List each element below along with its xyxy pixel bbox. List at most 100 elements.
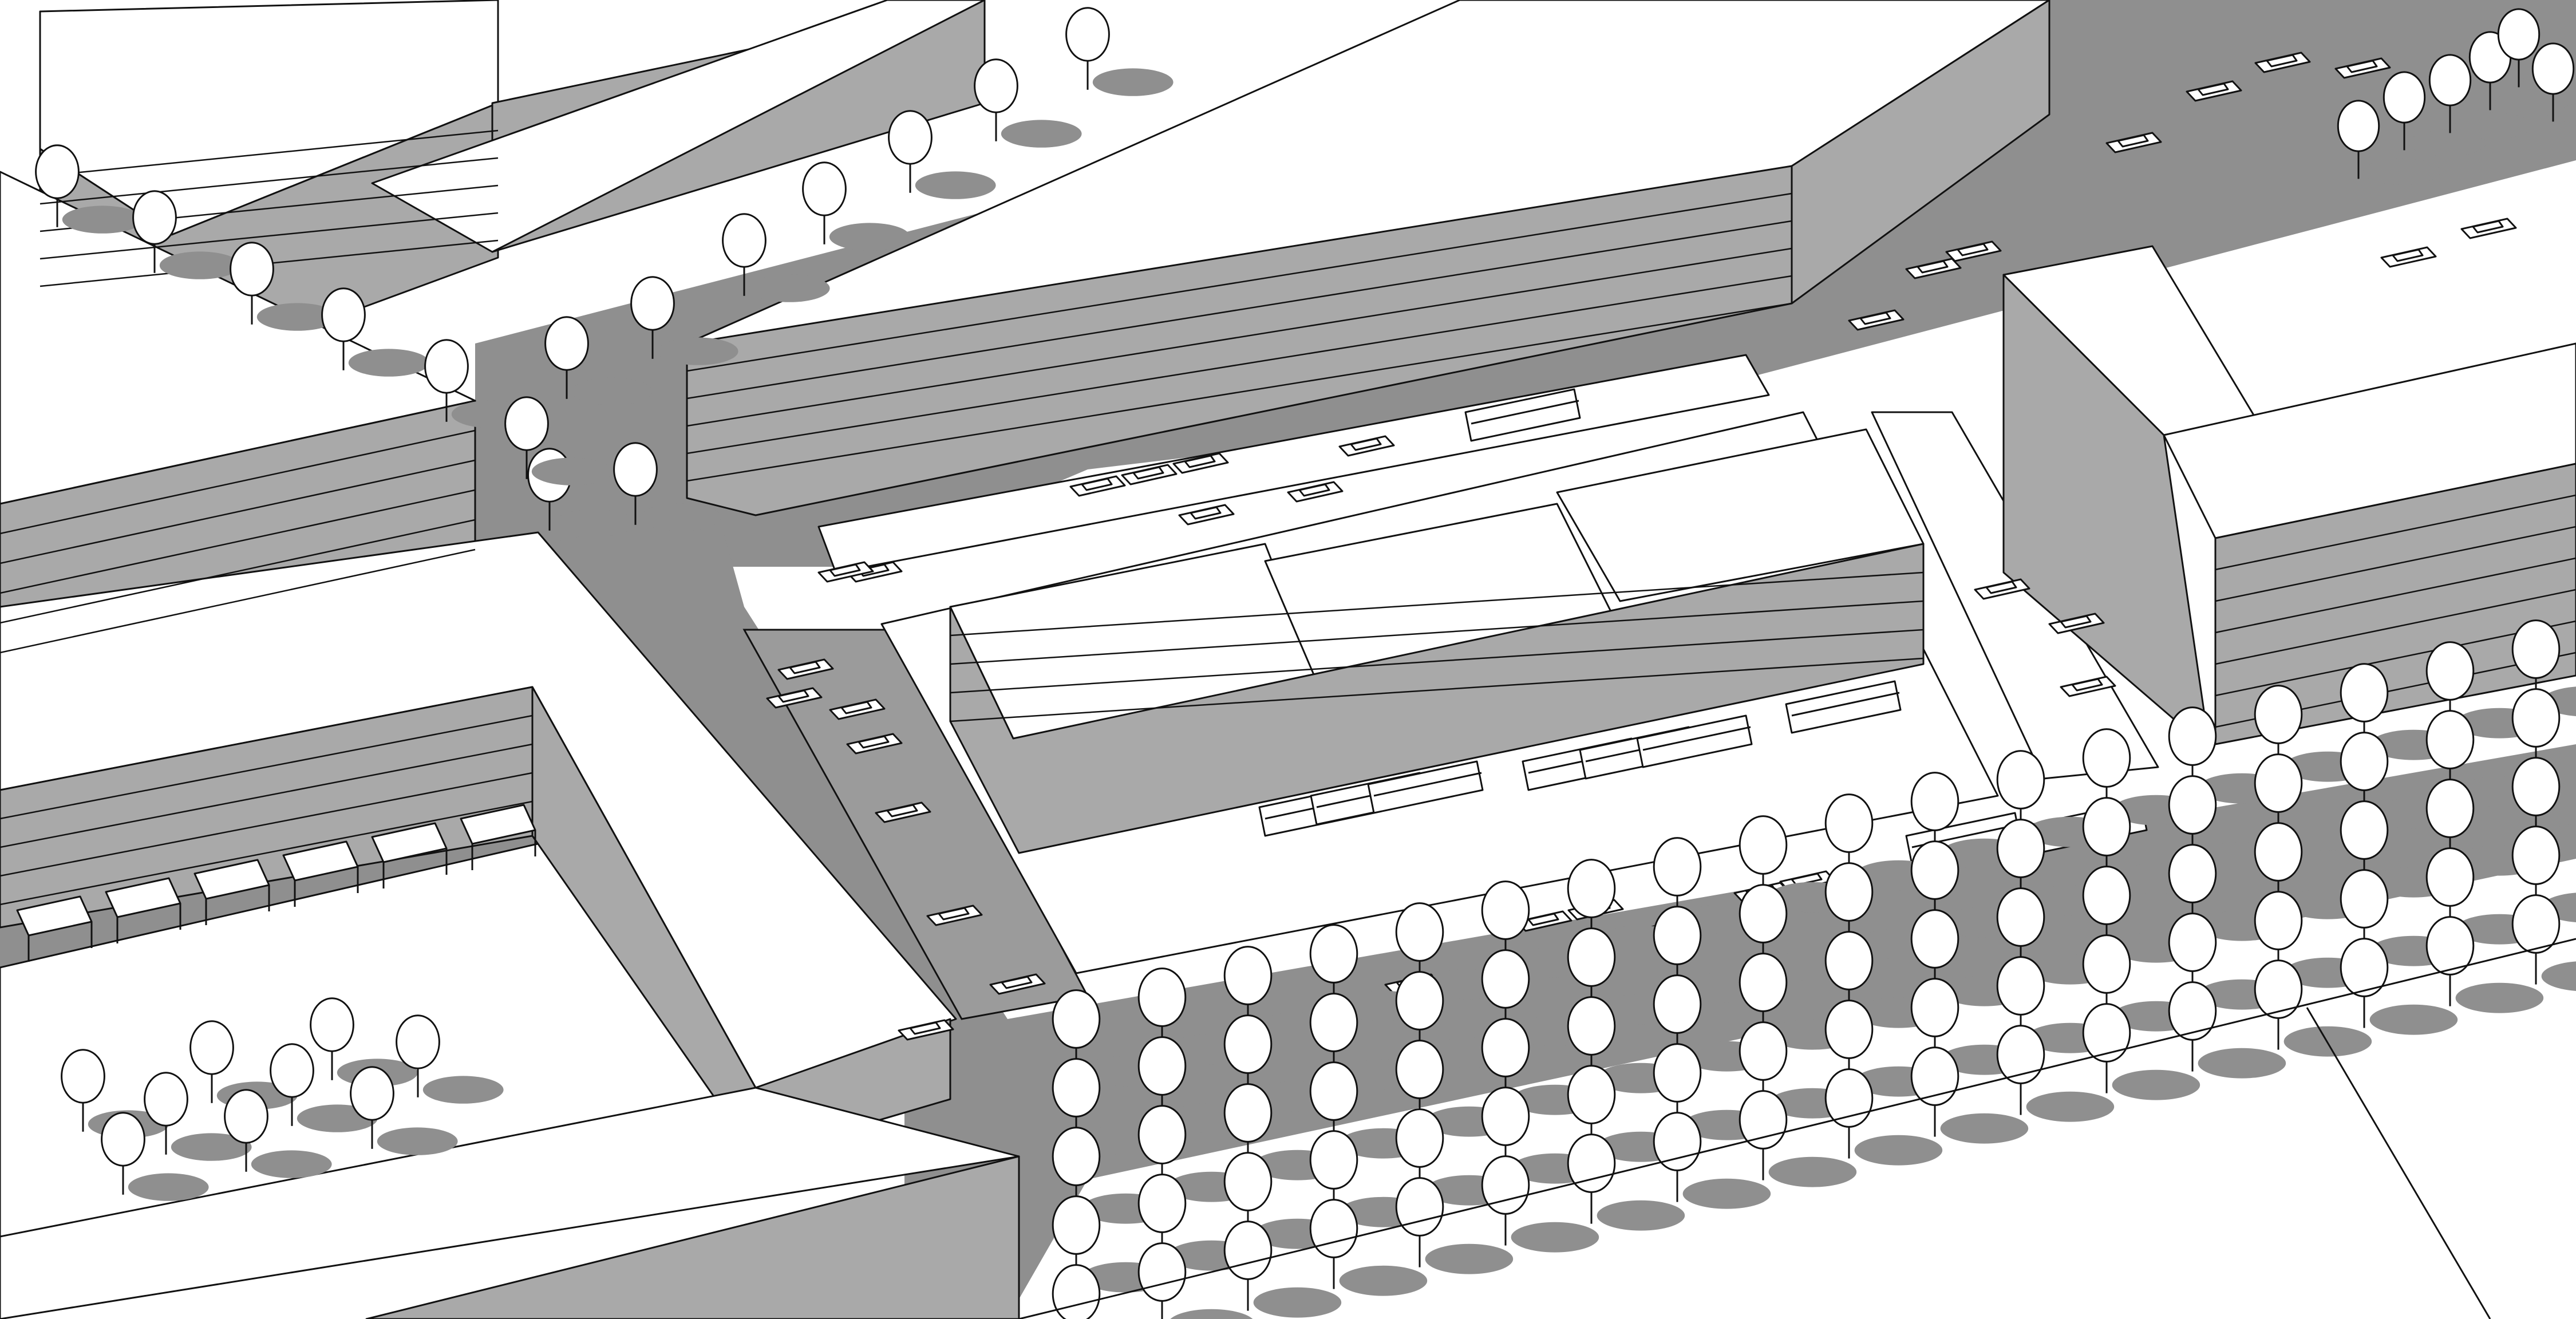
- building-center: [949, 428, 1925, 854]
- tree: [2337, 100, 2440, 185]
- floor-line: [686, 220, 1792, 400]
- facade-floor-lines: [0, 129, 2576, 906]
- tree: [1065, 7, 1174, 96]
- tree: [321, 287, 429, 377]
- tree: [888, 110, 996, 199]
- floor-line: [39, 212, 499, 260]
- car: [2254, 52, 2311, 73]
- tree: [1395, 1177, 1514, 1274]
- tree: [396, 1014, 504, 1104]
- building-east-tower-facade: [2214, 463, 2576, 745]
- car: [1172, 452, 1229, 474]
- tree: [101, 1112, 209, 1201]
- tree: [144, 1072, 252, 1161]
- tree: [2425, 916, 2544, 1013]
- bus: [1464, 388, 1581, 442]
- floor-line: [0, 459, 476, 564]
- tree: [2168, 981, 2286, 1079]
- tree: [224, 1089, 332, 1178]
- tree: [1052, 1264, 1101, 1319]
- building-northwest-wing-roof: [371, 0, 986, 253]
- car: [2460, 218, 2517, 239]
- car: [1338, 435, 1395, 457]
- tree: [802, 161, 910, 251]
- building-east: [2002, 245, 2576, 751]
- car: [2380, 246, 2437, 268]
- tree: [630, 276, 738, 365]
- bus: [1636, 714, 1753, 768]
- floor-line: [2215, 494, 2576, 571]
- floor-line: [2215, 557, 2576, 634]
- building-north-slab-east-facade: [1791, 0, 2050, 305]
- building-north-slab-facade: [686, 165, 1793, 516]
- building-northwest: [39, 0, 986, 379]
- tree: [1653, 1112, 1771, 1209]
- car: [1905, 258, 1962, 279]
- street-edge-line: [2306, 1007, 2491, 1319]
- market-stall: [371, 822, 448, 888]
- car: [2186, 80, 2242, 102]
- market-stall: [460, 804, 536, 870]
- tree: [1223, 1221, 1342, 1318]
- building-east-tower-roof: [2163, 342, 2576, 539]
- tree: [132, 190, 240, 279]
- car: [2334, 57, 2391, 79]
- floor-line: [0, 489, 476, 594]
- car: [777, 658, 834, 680]
- sidewalk-line: [1018, 938, 2576, 1319]
- tree: [974, 58, 1082, 148]
- tree: [2511, 619, 2576, 716]
- tree: [1996, 1025, 2115, 1122]
- car: [898, 1019, 954, 1041]
- tree: [350, 1066, 458, 1155]
- market-stall: [282, 840, 359, 907]
- car: [1974, 578, 2030, 600]
- car: [989, 973, 1046, 995]
- tree: [2531, 42, 2576, 126]
- car: [2048, 613, 2105, 634]
- car: [2105, 132, 2162, 153]
- tree: [722, 213, 830, 302]
- floor-line: [0, 548, 476, 654]
- market-stall: [105, 877, 181, 943]
- floor-line: [0, 714, 533, 820]
- floor-line: [686, 302, 1792, 482]
- floor-line: [950, 657, 1924, 722]
- floor-line: [2215, 526, 2576, 602]
- tree: [613, 442, 721, 531]
- tree: [2340, 938, 2458, 1035]
- tree: [2340, 663, 2458, 760]
- floor-line: [0, 743, 533, 848]
- tree: [544, 316, 653, 405]
- tree: [2082, 1003, 2200, 1100]
- tree: [504, 396, 613, 485]
- floor-line: [39, 157, 499, 205]
- tree: [2511, 894, 2576, 991]
- floor-line: [686, 247, 1792, 427]
- tree: [1481, 1155, 1599, 1253]
- car: [1287, 481, 1344, 503]
- car: [2060, 676, 2116, 697]
- car: [1121, 464, 1178, 485]
- car: [1945, 240, 2002, 262]
- car: [875, 801, 931, 823]
- floor-line: [0, 772, 533, 877]
- car: [766, 687, 823, 709]
- building-north-slab: [686, 0, 2050, 516]
- market-stall: [193, 859, 270, 925]
- floor-line: [39, 129, 499, 177]
- floor-line: [686, 192, 1792, 372]
- tree: [1567, 1134, 1685, 1231]
- floor-line: [950, 600, 1924, 665]
- tree: [2383, 71, 2486, 156]
- cars: [766, 52, 2517, 1041]
- floor-line: [686, 275, 1792, 455]
- floor-line: [0, 429, 476, 535]
- floor-line: [950, 571, 1924, 637]
- car: [817, 561, 874, 583]
- tree: [1309, 1199, 1428, 1296]
- car: [829, 698, 886, 720]
- car: [926, 905, 983, 926]
- building-south-facade: [365, 1155, 1020, 1319]
